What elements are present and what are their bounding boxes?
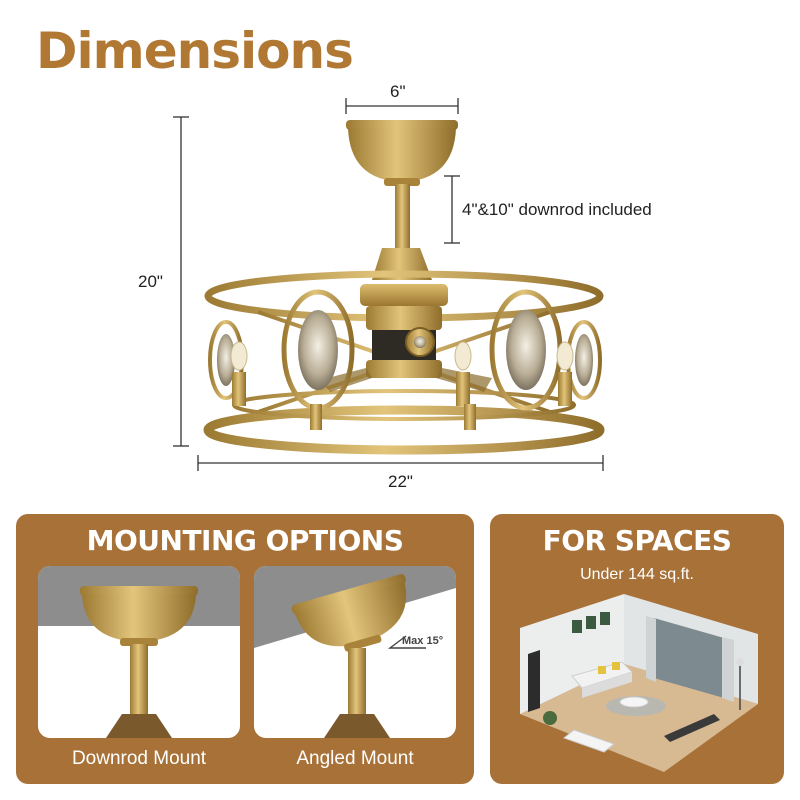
crystal-medallions xyxy=(208,289,602,411)
height-label: 20" xyxy=(138,272,163,291)
for-spaces-panel: FOR SPACES Under 144 sq.ft. xyxy=(490,514,784,784)
canopy-width-label: 6" xyxy=(390,82,406,101)
downrod-mount-image xyxy=(38,566,240,738)
max-angle-note: Max 15° xyxy=(402,635,443,647)
angled-mount-image: Max 15° xyxy=(254,566,456,738)
mounting-options-panel: MOUNTING OPTIONS xyxy=(16,514,474,784)
mounting-options-title: MOUNTING OPTIONS xyxy=(86,524,404,557)
downrod xyxy=(395,184,410,252)
dimension-lines xyxy=(173,98,604,471)
motor-body xyxy=(360,284,448,378)
for-spaces-subtitle: Under 144 sq.ft. xyxy=(580,566,694,583)
product-illustration xyxy=(173,98,605,471)
downrod-mount-label: Downrod Mount xyxy=(71,748,207,769)
page-title: Dimensions xyxy=(36,22,354,80)
for-spaces-title: FOR SPACES xyxy=(542,524,732,557)
canopy xyxy=(346,120,458,186)
candle-lights xyxy=(230,341,574,430)
angled-mount-label: Angled Mount xyxy=(296,748,414,769)
room-illustration xyxy=(520,594,758,772)
downrod-label: 4"&10" downrod included xyxy=(462,200,652,219)
width-label: 22" xyxy=(388,472,413,491)
